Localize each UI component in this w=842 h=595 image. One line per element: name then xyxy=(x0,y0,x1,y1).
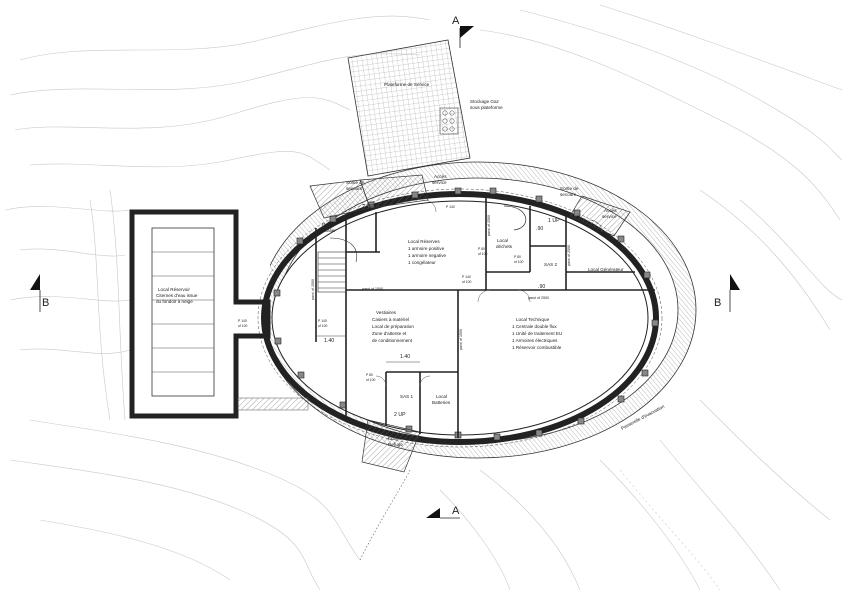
dim-140-b: 1.40 xyxy=(400,354,410,360)
access-stair-left xyxy=(359,174,429,209)
label-sas1: SAS 1 xyxy=(400,394,413,399)
label-generateur: Local Générateur xyxy=(588,267,624,272)
wall-note-1: paroi of 1500 xyxy=(362,287,383,291)
label-palier-1: Palier xyxy=(322,222,334,227)
label-reserves-3: 1 armoire negative xyxy=(408,253,446,258)
section-marker-b-left: B xyxy=(30,274,49,312)
dim-90-a: .90 xyxy=(538,284,545,290)
label-palier-2: escalier xyxy=(320,228,336,233)
wall-note-6: paroi of 2500 xyxy=(567,245,571,266)
label-dechets-2: déchets xyxy=(496,244,513,249)
label-technique-5: 1 Réservoir combustible xyxy=(512,345,562,350)
label-vestiaires-5: de conditionnement xyxy=(372,338,413,343)
label-vestiaires-4: Zone d'attente et xyxy=(372,331,407,336)
label-platform: Plateforme de Service xyxy=(384,82,430,87)
stair-up-a: 2 UP xyxy=(362,204,374,210)
label-reserves-4: 1 congélateur xyxy=(408,260,436,265)
terrain-contours xyxy=(4,4,842,591)
label-technique-3: 1 Unité de traitement EU xyxy=(512,331,562,336)
label-vestiaires-2: Casiers à matériel xyxy=(372,317,409,322)
door-note-f1: P 80 xyxy=(366,373,373,377)
stair-up-1: 1 UP xyxy=(548,218,560,224)
door-note-d1: P 80 xyxy=(478,247,485,251)
label-technique-4: 1 Armoires électriques xyxy=(512,338,558,343)
door-note-d2: of 100 xyxy=(478,252,488,256)
label-batteries-2: Batteries xyxy=(432,400,451,405)
svg-text:B: B xyxy=(42,297,49,309)
door-note-g1: P 140 xyxy=(446,205,455,209)
label-storage-2: sous plateforme xyxy=(470,105,503,110)
label-storage-1: Stockage Gaz xyxy=(470,99,500,104)
gas-storage-box xyxy=(439,107,459,135)
reservoir-wing xyxy=(129,209,271,419)
label-acces-left-1: Accès xyxy=(434,174,447,179)
door-note-e1: P 80 xyxy=(514,255,521,259)
door-note-f2: of 100 xyxy=(366,378,376,382)
label-vestiaires-3: Local de préparation xyxy=(372,324,414,329)
door-note-a2: of 100 xyxy=(238,324,248,328)
label-technique-1: Local Technique xyxy=(516,317,550,322)
label-vestiaires-1: Vestiaires xyxy=(376,310,397,315)
label-reservoir-3: du fondoir à neige xyxy=(156,299,193,304)
door-note-c1: P 140 xyxy=(462,275,471,279)
door-note-e2: of 100 xyxy=(514,260,524,264)
service-platform xyxy=(347,39,471,177)
label-sortie-right-1: Sortie de xyxy=(560,186,579,191)
section-marker-a-top: A xyxy=(452,15,474,48)
svg-text:A: A xyxy=(452,15,460,27)
label-entree-2: Refuge xyxy=(388,442,403,447)
label-technique-2: 1 Centrale double flux xyxy=(512,324,557,329)
entry-ramp xyxy=(361,419,421,473)
access-trail xyxy=(359,469,411,561)
label-acces-right-1: Accès xyxy=(604,208,617,213)
main-stair xyxy=(317,237,358,293)
door-note-c2: of 100 xyxy=(462,280,472,284)
label-reservoir-2: Citernes d'eau issue xyxy=(156,293,198,298)
label-sortie-left-2: secours xyxy=(346,186,363,191)
dim-90-b: .90 xyxy=(536,226,543,232)
label-reserves-2: 1 armoire positive xyxy=(408,246,445,251)
spiral-stair xyxy=(503,205,527,231)
label-entree-1: Entrée xyxy=(388,436,402,441)
stone-path xyxy=(237,397,309,411)
door-swings xyxy=(375,199,603,387)
dim-140-a: 1.40 xyxy=(324,338,334,344)
door-note-a1: P 140 xyxy=(238,319,247,323)
stair-up-b: 2 UP xyxy=(394,412,406,418)
wall-note-3: paroi of 1500 xyxy=(311,279,315,300)
label-acces-right-2: service xyxy=(602,214,617,219)
access-stair-right xyxy=(569,195,631,237)
svg-text:B: B xyxy=(714,297,721,309)
interior-walls xyxy=(315,196,655,438)
door-note-b2: of 100 xyxy=(318,324,328,328)
section-marker-b-right: B xyxy=(714,274,740,312)
label-sortie-right-2: secours xyxy=(560,192,577,197)
label-batteries-1: Local xyxy=(436,394,447,399)
section-marker-a-bottom: A xyxy=(426,505,460,519)
wall-note-5: paroi of 2500 xyxy=(487,215,491,236)
label-acces-left-2: service xyxy=(432,180,447,185)
label-reserves-1: Local Réserves xyxy=(408,239,440,244)
label-sas2: SAS 2 xyxy=(544,262,557,267)
label-dechets-1: Local xyxy=(497,238,508,243)
wall-note-2: paroi of 2500 xyxy=(528,296,549,300)
label-sortie-left-1: Sortie de xyxy=(346,180,365,185)
svg-text:A: A xyxy=(452,505,460,517)
wall-note-4: paroi of 1500 xyxy=(459,329,463,350)
door-note-b1: P 140 xyxy=(318,319,327,323)
label-reservoir-1: Local Réservoir xyxy=(158,287,190,292)
